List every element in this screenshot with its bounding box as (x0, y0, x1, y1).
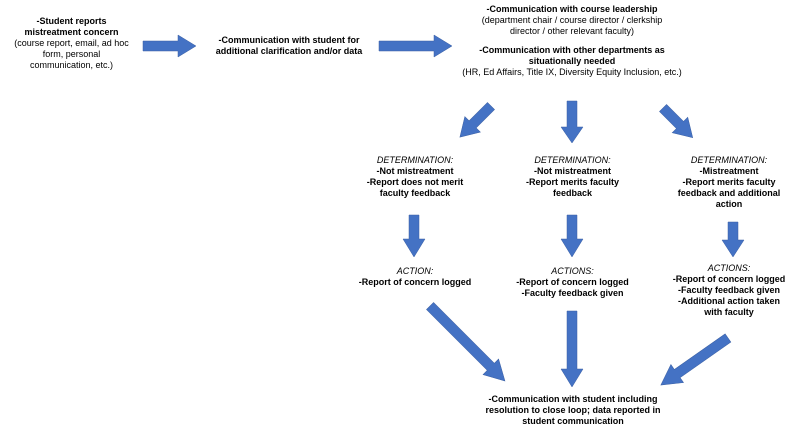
step2-communication-with-student: -Communication with student for addition… (200, 35, 378, 57)
final-line: -Communication with student including (488, 394, 658, 404)
determination-heading: DETERMINATION: (376, 155, 454, 165)
arrow-to-determination-middle (560, 100, 584, 144)
determination-line: -Report merits faculty (682, 177, 776, 187)
determination-heading: DETERMINATION: (690, 155, 768, 165)
action-heading: ACTIONS: (707, 263, 751, 273)
step3-departments-title-line: situationally needed (528, 56, 616, 66)
action-line: with faculty (704, 307, 754, 317)
step3-departments-detail: (HR, Ed Affairs, Title IX, Diversity Equ… (462, 67, 682, 77)
step1-title-line: mistreatment concern (24, 27, 119, 37)
step3-leadership-detail-line: director / other relevant faculty) (509, 26, 635, 36)
action-line: -Report of concern logged (516, 277, 629, 287)
step1-detail-line: form, personal (42, 49, 101, 59)
step2-title-line: additional clarification and/or data (215, 46, 363, 56)
action-line: -Faculty feedback given (521, 288, 624, 298)
arrow-to-determination-right (659, 104, 694, 139)
determination-line: -Report does not merit (366, 177, 464, 187)
determination-right: DETERMINATION: -Mistreatment -Report mer… (668, 155, 790, 210)
determination-line: action (715, 199, 743, 209)
arrow-step2-to-step3 (378, 34, 453, 58)
action-line: -Report of concern logged (672, 274, 786, 284)
action-heading: ACTIONS: (551, 266, 594, 276)
determination-line: feedback (552, 188, 593, 198)
arrow-to-determination-left (459, 102, 495, 138)
step1-title-line: -Student reports (36, 16, 107, 26)
arrow-action-middle-to-final (560, 310, 584, 388)
determination-line: -Not mistreatment (533, 166, 611, 176)
arrow-to-action-right (721, 221, 745, 258)
step1-detail-line: (course report, email, ad hoc (14, 38, 129, 48)
action-heading: ACTION: (396, 266, 434, 276)
determination-left: DETERMINATION: -Not mistreatment -Report… (350, 155, 480, 199)
arrow-to-action-middle (560, 214, 584, 258)
determination-line: faculty feedback (379, 188, 451, 198)
determination-heading: DETERMINATION: (534, 155, 611, 165)
action-line: -Report of concern logged (358, 277, 472, 287)
step3-departments-title-line: -Communication with other departments as (479, 45, 665, 55)
step1-student-reports: -Student reports mistreatment concern (c… (4, 16, 139, 71)
determination-line: -Mistreatment (699, 166, 759, 176)
step3-communication-leadership-departments: -Communication with course leadership (d… (452, 4, 692, 78)
action-right: ACTIONS: -Report of concern logged -Facu… (668, 263, 790, 318)
arrow-action-right-to-final (660, 333, 732, 386)
final-line: student communication (522, 416, 624, 426)
step2-title-line: -Communication with student for (218, 35, 360, 45)
final-communication-resolution: -Communication with student including re… (462, 394, 684, 427)
determination-line: feedback and additional (677, 188, 781, 198)
determination-line: -Report merits faculty (525, 177, 620, 187)
action-line: -Faculty feedback given (677, 285, 781, 295)
step1-detail-line: communication, etc.) (29, 60, 114, 70)
step3-leadership-title: -Communication with course leadership (486, 4, 658, 14)
action-line: -Additional action taken (677, 296, 780, 306)
action-left: ACTION: -Report of concern logged (350, 266, 480, 288)
arrow-action-left-to-final (426, 302, 506, 382)
step3-leadership-detail-line: (department chair / course director / cl… (481, 15, 663, 25)
determination-line: -Not mistreatment (376, 166, 454, 176)
arrow-to-action-left (402, 214, 426, 258)
arrow-step1-to-step2 (142, 34, 197, 58)
action-middle: ACTIONS: -Report of concern logged -Facu… (510, 266, 635, 299)
determination-middle: DETERMINATION: -Not mistreatment -Report… (510, 155, 635, 199)
final-line: resolution to close loop; data reported … (485, 405, 661, 415)
